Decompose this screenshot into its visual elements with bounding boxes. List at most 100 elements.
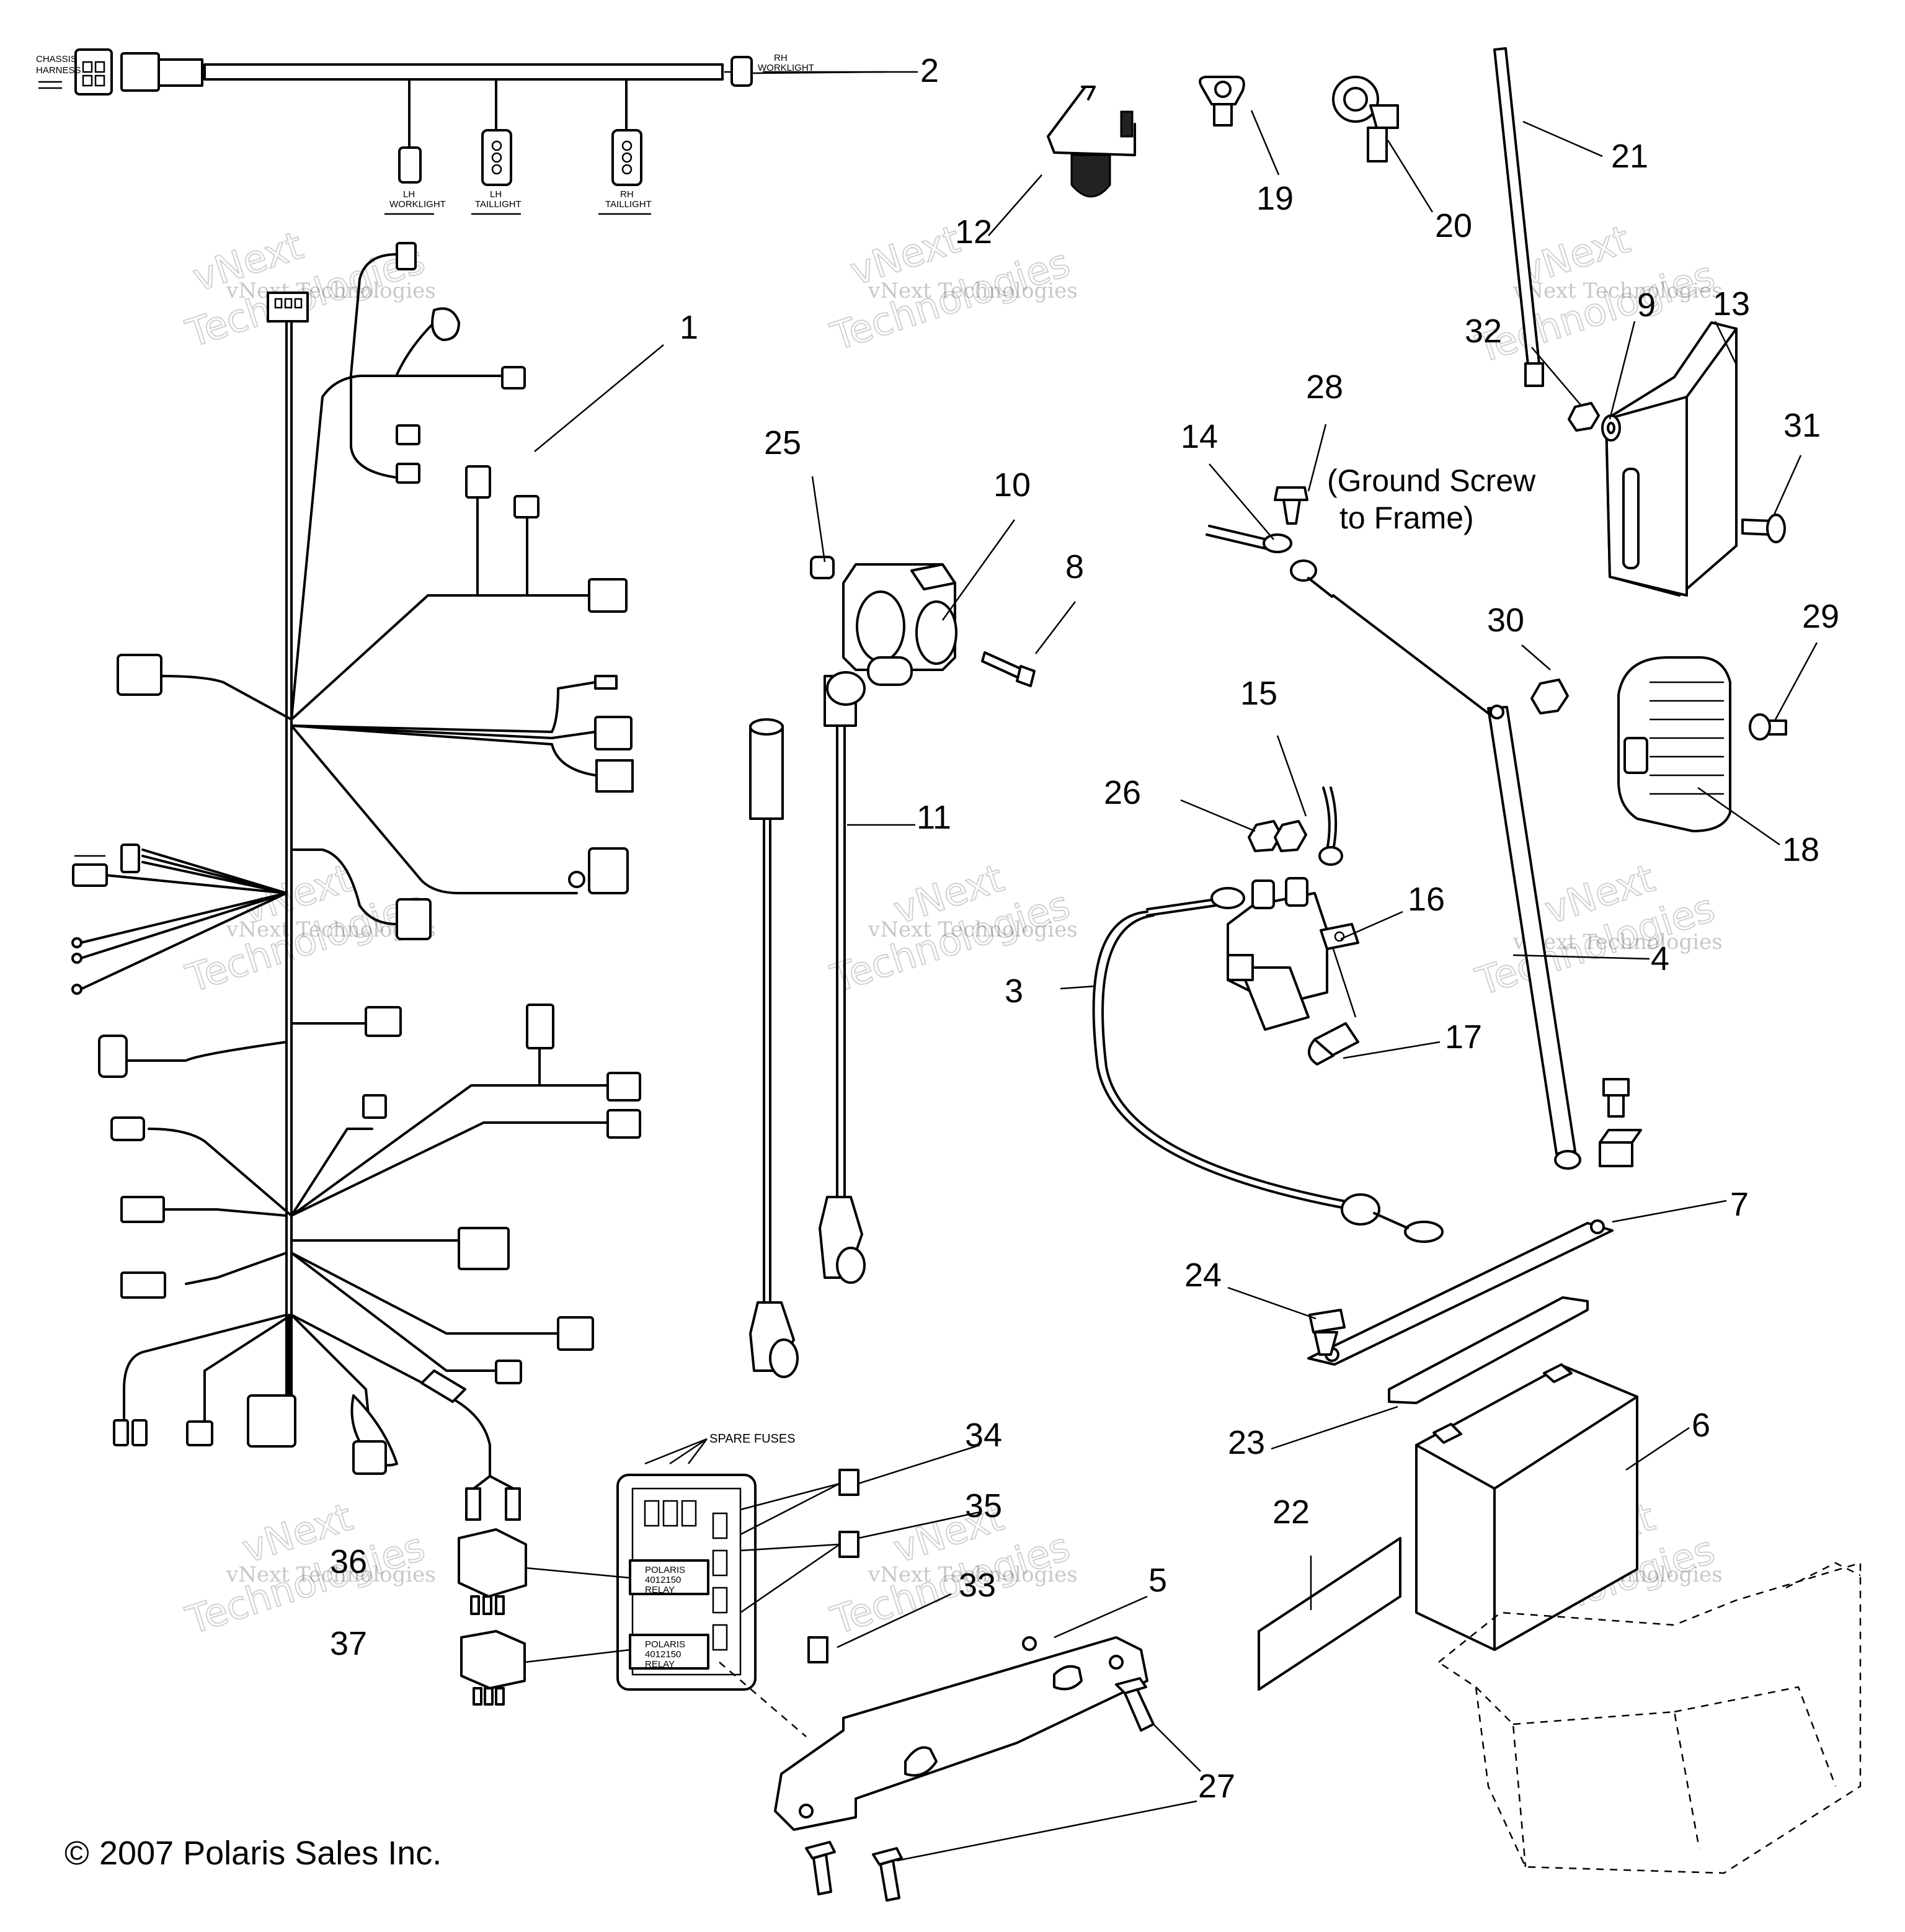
watermark-text: vNext Technologies — [226, 1562, 436, 1587]
relay-2-label: RELAY — [645, 1659, 675, 1670]
connector-icon — [458, 1227, 510, 1270]
part-17-bolt — [1308, 1022, 1359, 1066]
lh-worklight-label: LH — [403, 189, 415, 200]
terminal-icon — [465, 1487, 481, 1521]
fuse-parts — [807, 1469, 859, 1663]
oval-connector-icon — [98, 1035, 128, 1078]
relay-1-label: POLARIS — [645, 1565, 685, 1575]
ground-note-line-1: (Ground Screw — [1327, 463, 1536, 498]
watermark-top-center: vNext Technologies vNext Technologies — [825, 216, 1078, 360]
leader-lines — [524, 71, 1818, 1862]
part-31-screw — [1741, 514, 1786, 543]
connector-icon — [120, 1271, 166, 1299]
callout-27: 27 — [1198, 1768, 1235, 1805]
connector-icon — [352, 1440, 387, 1475]
watermark-low-center: vNext Technologies vNext Technologies — [825, 1494, 1078, 1644]
connector-icon — [120, 844, 140, 873]
lh-worklight-label: WORKLIGHT — [389, 199, 446, 210]
part-28-ground-screw — [1274, 486, 1308, 525]
watermark-top-right: vNext Technologies vNext Technologies — [1470, 216, 1723, 373]
watermark-text: vNext Technologies — [868, 917, 1078, 942]
callout-36: 36 — [330, 1543, 367, 1580]
connector-icon — [117, 654, 162, 696]
watermark-text: vNext Technologies — [1512, 930, 1723, 955]
part-20-clamp — [1332, 76, 1399, 162]
callout-18: 18 — [1782, 831, 1819, 868]
callout-31: 31 — [1783, 407, 1821, 444]
callout-4: 4 — [1651, 940, 1669, 977]
callout-5: 5 — [1148, 1562, 1167, 1599]
connector-icon — [362, 1094, 387, 1119]
watermark-mid-center: vNext Technologies vNext Technologies — [825, 855, 1078, 1002]
connector-icon — [595, 759, 634, 793]
part-8-bolt — [981, 651, 1036, 687]
callout-21: 21 — [1611, 138, 1648, 175]
part-32-nut — [1568, 402, 1600, 432]
callout-6: 6 — [1692, 1407, 1710, 1444]
watermark-low-left: vNext Technologies vNext Technologies — [180, 1494, 436, 1644]
callout-1: 1 — [680, 309, 698, 346]
ground-screw-note: (Ground Screw to Frame) — [1327, 463, 1536, 535]
callout-3: 3 — [1005, 973, 1023, 1010]
connector-icon — [588, 847, 629, 894]
relay-1-label: RELAY — [645, 1585, 675, 1595]
relay-2-label: 4012150 — [645, 1649, 681, 1660]
part-1-main-harness — [71, 242, 641, 1521]
callout-8: 8 — [1065, 548, 1084, 585]
relay-1-label: 4012150 — [645, 1575, 681, 1585]
grommet-icon — [431, 307, 460, 341]
callout-20: 20 — [1435, 207, 1472, 244]
callout-35: 35 — [965, 1487, 1002, 1525]
connector-icon — [396, 424, 420, 445]
callout-13: 13 — [1713, 285, 1750, 323]
part-36-relay — [458, 1528, 527, 1615]
callout-34: 34 — [965, 1417, 1002, 1454]
fuse-box: POLARIS 4012150 RELAY POLARIS 4012150 RE… — [616, 1432, 796, 1691]
part-21-cable-tie — [1493, 47, 1544, 387]
callout-2: 2 — [920, 52, 939, 89]
callout-9: 9 — [1637, 287, 1656, 324]
callout-30: 30 — [1487, 602, 1524, 639]
part-18-regulator — [1617, 656, 1731, 832]
copyright-text: 2007 Polaris Sales Inc. — [99, 1835, 442, 1872]
callout-29: 29 — [1802, 598, 1839, 635]
callout-12: 12 — [955, 213, 992, 251]
part-15-cable — [1318, 786, 1343, 866]
terminal-icon — [505, 1487, 521, 1521]
callout-numbers: 1 2 3 4 5 6 7 8 9 10 11 12 13 14 15 16 1… — [330, 52, 1839, 1805]
connector-icon — [74, 48, 113, 96]
part-25-spacer — [810, 556, 835, 579]
connector-icon — [495, 1360, 522, 1384]
callout-22: 22 — [1272, 1494, 1310, 1531]
part-9-washer — [1601, 414, 1621, 442]
part-27-screws — [805, 1677, 1155, 1902]
connector-icon — [396, 463, 420, 484]
connector-icon — [465, 465, 491, 499]
part-13-module — [1605, 321, 1738, 597]
callout-10: 10 — [993, 466, 1031, 504]
battery-box — [1437, 1562, 1862, 1874]
part-24-screw — [1308, 1309, 1346, 1356]
part-12-sensor — [1047, 86, 1136, 198]
connector-icon — [396, 898, 432, 940]
part-16-solenoid — [1227, 877, 1359, 1031]
connector-icon — [396, 242, 417, 270]
part-26-nuts — [1248, 820, 1307, 852]
part-11-spark-plug-wires — [749, 671, 866, 1378]
connector-icon — [594, 716, 633, 750]
terminal-icon — [113, 1419, 129, 1446]
connector-icon — [120, 1196, 165, 1223]
part-6-battery — [1415, 1363, 1638, 1651]
callout-33: 33 — [959, 1567, 996, 1604]
chassis-harness-label: CHASSIS — [36, 54, 77, 65]
callout-7: 7 — [1730, 1186, 1749, 1223]
callout-14: 14 — [1181, 418, 1218, 455]
part-5-bracket — [719, 1636, 1148, 1831]
terminal-icon — [131, 1419, 148, 1446]
callout-17: 17 — [1445, 1018, 1482, 1056]
connector-icon — [247, 1394, 296, 1448]
part-37-relay — [460, 1630, 526, 1706]
part-22-label — [1258, 1537, 1401, 1691]
connector-icon — [606, 1109, 641, 1139]
connector-icon — [606, 1072, 641, 1102]
